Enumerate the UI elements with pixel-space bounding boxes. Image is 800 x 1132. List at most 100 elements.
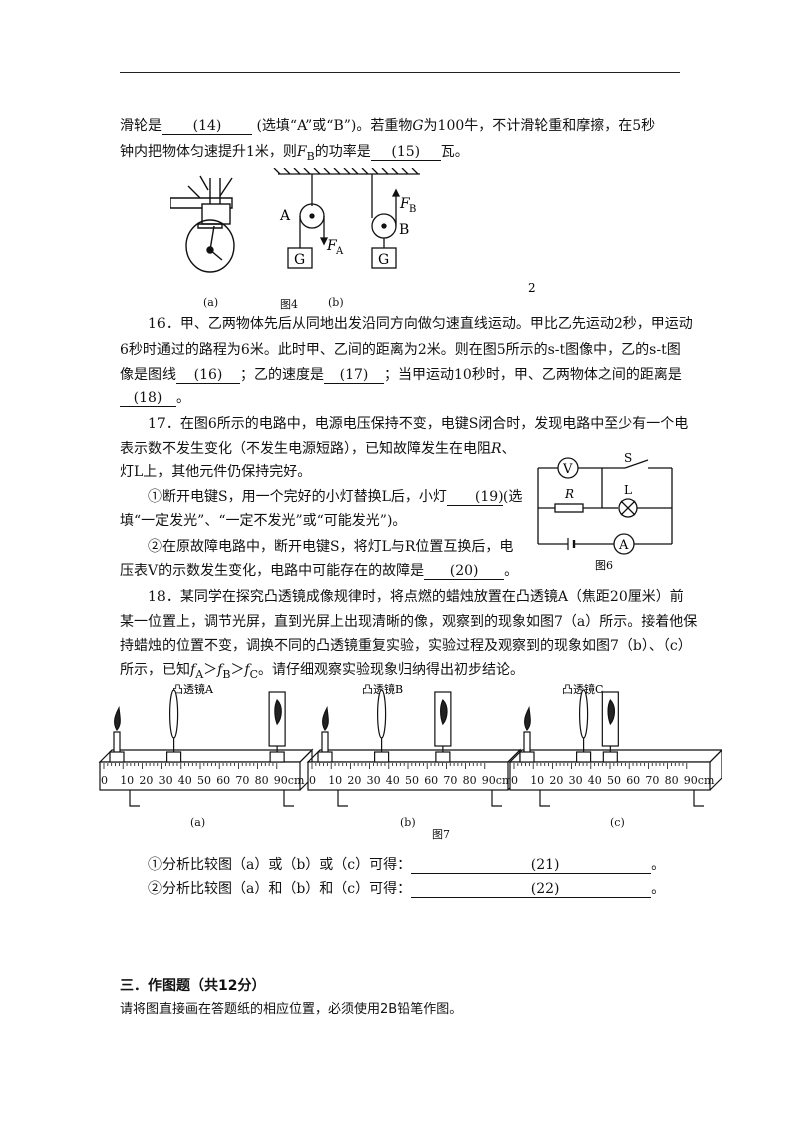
gt: ＞ <box>230 662 245 678</box>
symbol-f: f <box>217 662 223 678</box>
fig7-caption-b: (b) <box>400 816 416 829</box>
symbol-g: G <box>412 118 424 134</box>
q16-line3: 像是图线(16)；乙的速度是(17)；当甲运动10秒时，甲、乙两物体之间的距离是 <box>120 365 682 385</box>
fig4-caption: 图4 <box>280 298 298 311</box>
optical-bench-2: 0 10 20 30 40 50 60 70 80 90cm <box>306 689 522 807</box>
fig7-caption-c: (c) <box>610 816 625 829</box>
label-g2: G <box>378 252 389 268</box>
switch-label: S <box>624 452 632 465</box>
q17-line2: 表示数不发生变化（不发生电源短路），已知故障发生在电阻R、 <box>120 439 680 459</box>
tick-label: 30 <box>159 774 173 787</box>
label-fb-sub: B <box>409 204 416 215</box>
tick-label: 30 <box>367 774 381 787</box>
blank-17: (17) <box>324 367 384 384</box>
text: (选 <box>502 489 523 505</box>
label-b: B <box>399 222 409 238</box>
lamp-label: L <box>624 483 632 497</box>
tick-label: 60 <box>626 774 640 787</box>
tick-label: 0 <box>511 774 518 787</box>
q18-line2: 某一位置上，调节光屏，直到光屏上出现清晰的像，观察到的现象如图7（a）所示。接着… <box>120 614 698 630</box>
text: 表示数不发生变化（不发生电源短路），已知故障发生在电阻 <box>120 441 491 457</box>
q16-line2: 6秒时通过的路程为6米。此时甲、乙间的距离为2米。则在图5所示的s-t图像中，乙… <box>120 342 681 358</box>
tick-label: 60 <box>424 774 438 787</box>
symbol-f: f <box>244 662 250 678</box>
tick-label: 70 <box>645 774 659 787</box>
text: (选填“A”或“B”)。若重物 <box>256 118 413 134</box>
q18-line3: 持蜡烛的位置不变，调换不同的凸透镜重复实验，实验过程及观察到的现象如图7（b）、… <box>120 638 692 654</box>
tick-label: 10 <box>530 774 544 787</box>
blank-14: (14) <box>162 118 252 135</box>
bench-scale <box>311 763 486 769</box>
tick-label: 10 <box>328 774 342 787</box>
text: 所示，已知 <box>120 662 190 678</box>
text: 。 <box>504 563 519 579</box>
tick-label: 0 <box>309 774 316 787</box>
tick-label: 40 <box>386 774 400 787</box>
tick-label: 20 <box>347 774 361 787</box>
lens-a-label: 凸透镜A <box>172 682 214 696</box>
voltmeter-label: V <box>562 462 573 477</box>
bench-scale <box>513 763 688 769</box>
q17-line3: 灯L上，其他元件仍保持完好。 <box>120 464 312 480</box>
bench-scale <box>103 763 278 769</box>
q17-line7: 压表V的示数发生变化，电路中可能存在的故障是(20)。 <box>120 561 680 581</box>
tick-label: 90cm <box>684 774 715 787</box>
tick-label: 80 <box>255 774 269 787</box>
label-g1: G <box>294 252 305 268</box>
analysis-line1: ①分析比较图（a）或（b）或（c）可得：(21)。 <box>120 855 680 875</box>
text: 的功率是 <box>314 144 371 160</box>
text: 瓦。 <box>440 144 469 160</box>
tick-label: 0 <box>101 774 108 787</box>
blank-21: (21) <box>411 857 652 874</box>
tick-label: 70 <box>235 774 249 787</box>
label-fa-sub: A <box>335 246 344 257</box>
q17-line5: 填“一定发光”、“一定不发光”或“可能发光”)。 <box>120 513 407 529</box>
text: 滑轮是 <box>120 118 162 134</box>
blank-18: (18) <box>120 390 176 407</box>
tick-label: 50 <box>197 774 211 787</box>
sub-b: B <box>222 667 231 681</box>
tick-label: 80 <box>665 774 679 787</box>
tick-label: 90cm <box>482 774 513 787</box>
fig4-caption-a: (a) <box>203 296 219 309</box>
text: 。 <box>651 881 666 897</box>
tick-label: 20 <box>549 774 563 787</box>
q16-line4: (18)。 <box>120 388 680 408</box>
q15-line1: 滑轮是(14) (选填“A”或“B”)。若重物G为100牛，不计滑轮重和摩擦，在… <box>120 116 680 136</box>
symbol-f: F <box>296 144 307 160</box>
header-rule <box>120 72 680 73</box>
tick-label: 10 <box>120 774 134 787</box>
page-mark: 2 <box>528 281 536 293</box>
q18-line1: 18．某同学在探究凸透镜成像规律时，将点燃的蜡烛放置在凸透镜A（焦距20厘米）前 <box>148 589 684 605</box>
blank-15: (15) <box>370 144 441 161</box>
q15-line2: 钟内把物体匀速提升1米，则FB的功率是(15)瓦。 <box>120 142 680 167</box>
text: ；当甲运动10秒时，甲、乙两物体之间的距离是 <box>384 367 682 383</box>
symbol-r: R <box>491 441 502 457</box>
tick-label: 40 <box>178 774 192 787</box>
text: ②分析比较图（a）和（b）和（c）可得： <box>148 881 412 897</box>
section-3-title: 三．作图题（共12分） <box>120 978 266 994</box>
pulley-diagram <box>273 168 420 269</box>
tick-label: 70 <box>443 774 457 787</box>
tick-label: 30 <box>569 774 583 787</box>
blank-22: (22) <box>411 881 652 898</box>
ammeter-label: A <box>618 538 629 553</box>
symbol-f: f <box>190 662 196 678</box>
fig4-caption-b: (b) <box>328 296 344 309</box>
sub-c: C <box>249 667 259 681</box>
section-3-note: 请将图直接画在答题纸的相应位置，必须使用2B铅笔作图。 <box>120 1002 463 1017</box>
tick-label: 90cm <box>274 774 305 787</box>
label-fb: F <box>399 196 411 212</box>
blank-20: (20) <box>424 563 505 580</box>
engine-drawing <box>170 175 235 273</box>
figure-6-circuit: V S R L A 图6 <box>537 452 673 572</box>
tick-label: 80 <box>463 774 477 787</box>
lens-b-label: 凸透镜B <box>362 682 403 696</box>
tick-label: 50 <box>405 774 419 787</box>
lens-c-label: 凸透镜C <box>562 682 603 696</box>
text: 。 <box>176 390 190 406</box>
q17-line6: ②在原故障电路中，断开电键S，将灯L与R位置互换后，电 <box>148 539 514 555</box>
text: 。 <box>651 857 666 873</box>
text: 为100牛，不计滑轮重和摩擦，在5秒 <box>423 118 656 134</box>
